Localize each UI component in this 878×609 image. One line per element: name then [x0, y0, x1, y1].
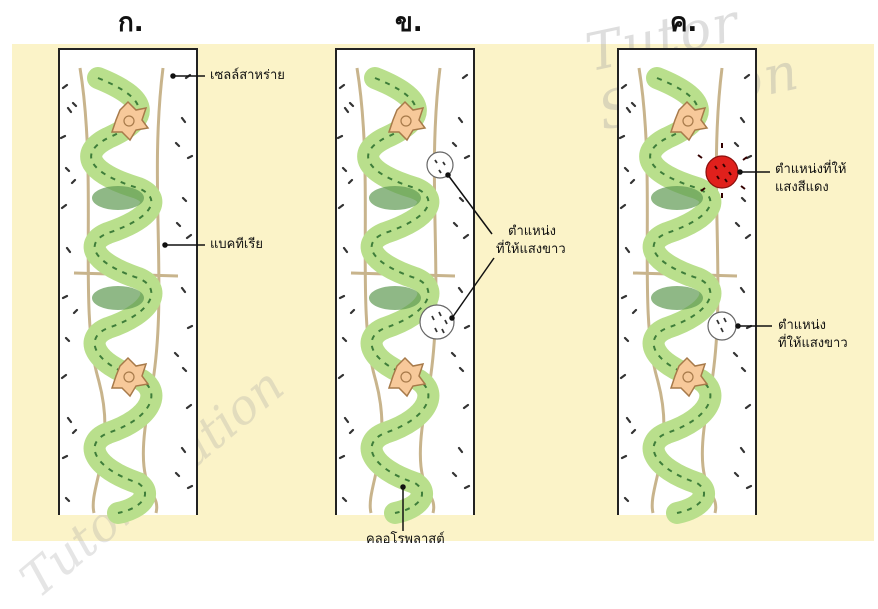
- label-red-light-line2: แสงสีแดง: [775, 180, 829, 196]
- label-red-light-line1: ตำแหน่งที่ให้: [775, 162, 846, 178]
- label-white-light-c-line2: ที่ให้แสงขาว: [778, 336, 848, 352]
- label-chloroplast: คลอโรพลาสต์: [366, 532, 445, 548]
- label-white-light-b-line1: ตำแหน่ง: [508, 224, 556, 240]
- label-white-light-b-line2: ที่ให้แสงขาว: [496, 242, 566, 258]
- label-white-light-c-line1: ตำแหน่ง: [778, 318, 826, 334]
- algae-illustration: [0, 0, 878, 553]
- label-bacteria: แบคทีเรีย: [210, 237, 263, 253]
- label-algae-cell: เซลล์สาหร่าย: [210, 68, 285, 84]
